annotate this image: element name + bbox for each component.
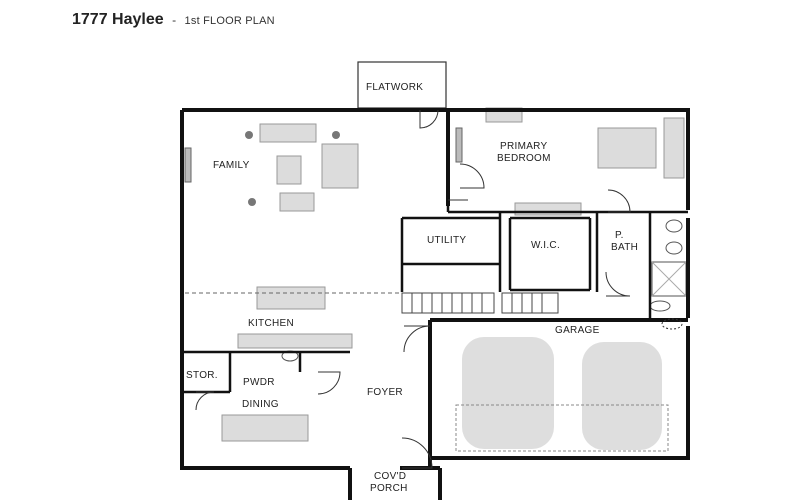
bath-sink-1 bbox=[665, 219, 683, 233]
plan-title: 1777 Haylee - 1st FLOOR PLAN bbox=[72, 11, 275, 29]
family-lamp-bottom bbox=[248, 198, 256, 206]
family-sofa bbox=[259, 123, 317, 143]
bedroom-tv bbox=[455, 127, 463, 163]
label-primary-bedroom-line2: BEDROOM bbox=[497, 153, 551, 164]
interior-walls bbox=[182, 186, 688, 394]
label-primary-bedroom-line1: PRIMARY bbox=[500, 141, 548, 152]
label-dining: DINING bbox=[242, 399, 279, 410]
label-family: FAMILY bbox=[213, 160, 250, 171]
bath-toilet bbox=[649, 300, 671, 312]
plan-subtitle: 1st FLOOR PLAN bbox=[184, 15, 275, 27]
label-foyer: FOYER bbox=[367, 387, 403, 398]
garage-door-swing bbox=[455, 404, 669, 452]
label-flatwork: FLATWORK bbox=[366, 82, 423, 93]
dining-table bbox=[221, 414, 309, 442]
label-wic: W.I.C. bbox=[531, 240, 560, 251]
family-lamp-left bbox=[245, 131, 253, 139]
label-garage: GARAGE bbox=[555, 325, 600, 336]
garage-car-right bbox=[582, 342, 662, 450]
label-porch-line2: PORCH bbox=[370, 483, 408, 494]
label-pwdr: PWDR bbox=[243, 377, 275, 388]
bedroom-bed bbox=[597, 127, 657, 169]
exterior-walls bbox=[180, 108, 690, 500]
bath-sink-2 bbox=[665, 241, 683, 255]
family-tv bbox=[184, 147, 192, 183]
label-utility: UTILITY bbox=[427, 235, 466, 246]
label-stor: STOR. bbox=[186, 370, 218, 381]
label-kitchen: KITCHEN bbox=[248, 318, 294, 329]
stairs bbox=[401, 292, 559, 314]
door-swings bbox=[195, 109, 683, 469]
kitchen-counter bbox=[237, 333, 353, 349]
family-coffee-table bbox=[276, 155, 302, 185]
shower-cross-2 bbox=[651, 261, 687, 297]
label-porch-line1: COV'D bbox=[374, 471, 406, 482]
label-pbath-line1: P. bbox=[615, 230, 624, 241]
family-chair bbox=[279, 192, 315, 212]
family-lamp-right bbox=[332, 131, 340, 139]
kitchen-island bbox=[256, 286, 326, 310]
bedroom-nightstands bbox=[663, 117, 685, 179]
title-separator: - bbox=[172, 13, 177, 27]
label-pbath-line2: BATH bbox=[611, 242, 638, 253]
plan-name: 1777 Haylee bbox=[72, 11, 164, 28]
flatwork-pad bbox=[357, 61, 447, 109]
family-chaise bbox=[321, 143, 359, 189]
garage-car-left bbox=[462, 337, 554, 449]
